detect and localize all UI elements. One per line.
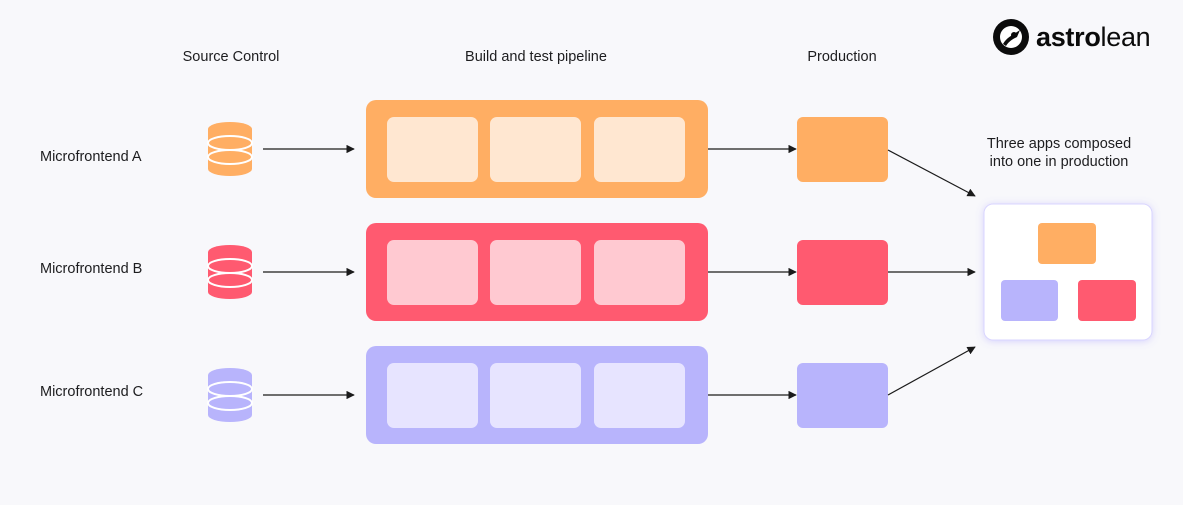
pipeline-stage-a-3 [594,117,685,182]
brand-logo: astrolean [991,17,1151,57]
pipeline-stage-a-2 [490,117,581,182]
row-microfrontend-b [207,223,888,321]
production-app-c [797,363,888,428]
composed-label-line-2: into one in production [989,154,1129,170]
composed-block-c [1001,280,1058,321]
column-header-source-control: Source Control [182,49,280,65]
pipeline-stage-a-1 [387,117,478,182]
column-header-pipeline: Build and test pipeline [465,49,607,65]
logo-text-lean: lean [1100,21,1151,52]
logo-wordmark: astrolean [1036,21,1151,52]
arrow-production-to-composed-a [887,149,976,197]
database-icon-c [207,368,253,422]
composed-app-card [983,203,1153,341]
row-label-microfrontend-b: Microfrontend B [40,261,143,277]
astrolean-logo-icon [993,19,1029,55]
row-label-microfrontend-c: Microfrontend C [40,384,144,400]
pipeline-stage-b-2 [490,240,581,305]
database-icon-b [207,245,253,299]
production-app-b [797,240,888,305]
composed-label-line-1: Three apps composed [986,136,1132,152]
row-label-microfrontend-a: Microfrontend A [40,149,142,165]
composed-block-b [1078,280,1136,321]
row-microfrontend-c [207,346,888,444]
arrow-production-to-composed-c [887,346,976,396]
pipeline-stage-c-1 [387,363,478,428]
pipeline-stage-c-3 [594,363,685,428]
composed-block-a [1038,223,1096,264]
column-header-production: Production [807,49,877,65]
pipeline-stage-b-3 [594,240,685,305]
database-icon-a [207,122,253,176]
logo-text-astro: astro [1036,21,1101,52]
production-app-a [797,117,888,182]
pipeline-stage-c-2 [490,363,581,428]
pipeline-stage-b-1 [387,240,478,305]
composed-apps-label: Three apps composed into one in producti… [965,135,1153,171]
row-microfrontend-a [207,100,888,198]
